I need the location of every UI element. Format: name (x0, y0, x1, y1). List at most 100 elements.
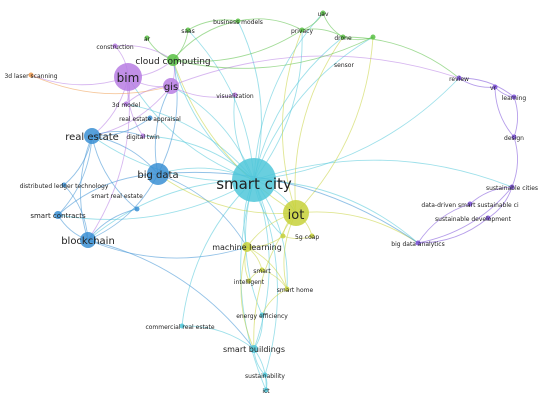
label-blockchain: blockchain (61, 236, 115, 247)
label-digital-twin: digital twin (126, 134, 159, 141)
label-machine-learning: machine learning (212, 243, 282, 252)
label-privacy: privacy (291, 28, 313, 35)
node-real-estate-appraisal[interactable] (147, 115, 153, 121)
node-saas[interactable] (185, 27, 191, 33)
edge-big-data-machine-learning (157, 173, 248, 248)
node-3d-laser-scanning[interactable] (28, 72, 34, 78)
edge-cloud-computing-privacy (172, 29, 303, 62)
edge-drone-sensor (342, 36, 374, 41)
edge-energy-efficiency-smart-buildings (253, 314, 263, 350)
edge-smart-city-uav (253, 12, 324, 181)
node-data-driven-smart-sustainable-cities[interactable] (467, 201, 473, 207)
node-sustainability[interactable] (262, 372, 268, 378)
node-sustainable-cities[interactable] (509, 184, 515, 190)
edge-smart-city-saas (187, 29, 255, 181)
label-construction: construction (96, 44, 134, 51)
node-ict[interactable] (263, 387, 269, 393)
node-blockchain[interactable] (80, 232, 96, 248)
node-bim[interactable] (114, 63, 142, 91)
label-sensor: sensor (334, 62, 354, 69)
node-distributed-ledger-technology[interactable] (61, 182, 67, 188)
edge-smart-city-smart-contracts (57, 179, 255, 220)
node-design[interactable] (511, 134, 517, 140)
edge-smart-buildings-ict (253, 348, 267, 391)
label-smart-home: smart home (277, 287, 314, 294)
label-real-estate-appraisal: real estate appraisal (119, 116, 181, 123)
edge-iot-big-data (157, 173, 297, 214)
node-business-models[interactable] (235, 18, 241, 24)
label-business-models: business models (213, 19, 263, 26)
label-sustainable-cities: sustainable cities (486, 185, 538, 192)
label-smart-real-estate: smart real estate (91, 193, 143, 200)
node-vr[interactable] (492, 84, 498, 90)
edge-iot-cloud-computing (172, 59, 297, 214)
edge-big-data-analytics-sustainable-development (417, 217, 489, 244)
node-intelligent[interactable] (246, 278, 252, 284)
edge-iot-sensor (295, 36, 374, 214)
node-smart-real-estate[interactable] (134, 206, 140, 212)
label-3d-model: 3d model (112, 102, 141, 109)
node-gis[interactable] (163, 78, 179, 94)
label-smart-city: smart city (216, 175, 292, 193)
edge-review-learning (458, 77, 515, 98)
node-construction[interactable] (112, 43, 118, 49)
label-saas: saas (181, 28, 195, 35)
label-big-data-analytics: big data analytics (391, 241, 444, 248)
edge-smart-buildings-commercial-real-estate (181, 325, 255, 350)
edge-business-models-saas (187, 19, 239, 31)
label-design: design (504, 135, 524, 142)
edge-design-sustainable-cities (511, 136, 518, 188)
node-smart[interactable] (259, 267, 265, 273)
node-privacy[interactable] (299, 27, 305, 33)
node-coap[interactable] (309, 233, 315, 239)
label-energy-efficiency: energy efficiency (236, 313, 288, 320)
edge-review-vr (458, 77, 496, 88)
edge-cloud-computing-sensor (172, 36, 374, 69)
node-sustainable-development[interactable] (485, 215, 491, 221)
node-sensor[interactable] (370, 34, 376, 40)
node-smart-city[interactable] (232, 158, 276, 202)
node-energy-efficiency[interactable] (259, 312, 265, 318)
node-smart-buildings[interactable] (250, 345, 258, 353)
node-review[interactable] (456, 75, 462, 81)
label-5g: 5g (295, 234, 303, 241)
edge-smart-smart-home (261, 269, 288, 290)
node-real-estate[interactable] (84, 128, 100, 144)
edge-big-data-analytics-data-driven-smart-sustainable-cities (417, 203, 471, 244)
edge-real-estate-smart-contracts (57, 135, 93, 216)
node-learning[interactable] (511, 94, 517, 100)
node-uav[interactable] (320, 10, 326, 16)
edge-smart-city-sensor (253, 36, 374, 181)
edge-blockchain-smart-buildings (87, 239, 255, 350)
label-coap: coap (305, 234, 320, 241)
label-commercial-real-estate: commercial real estate (145, 324, 214, 331)
edge-learning-design (513, 96, 519, 138)
edge-machine-learning-smart-buildings (240, 246, 255, 350)
node-5g[interactable] (280, 233, 286, 239)
label-learning: learning (502, 95, 527, 102)
node-ar[interactable] (144, 35, 150, 41)
node-commercial-real-estate[interactable] (179, 323, 185, 329)
node-big-data[interactable] (147, 163, 169, 185)
label-smart-contracts: smart contracts (30, 212, 86, 220)
node-digital-twin[interactable] (140, 133, 146, 139)
edge-big-data-analytics-sustainable-cities (417, 186, 513, 244)
edge-big-data-cloud-computing (157, 59, 178, 175)
node-3d-model[interactable] (123, 101, 129, 107)
edge-smart-city-commercial-real-estate (181, 179, 255, 327)
node-smart-home[interactable] (284, 286, 290, 292)
node-drone[interactable] (340, 34, 346, 40)
node-smart-contracts[interactable] (54, 211, 62, 219)
node-visualization[interactable] (232, 92, 238, 98)
edge-cloud-computing-business-models (172, 20, 239, 61)
node-iot[interactable] (283, 200, 309, 226)
edge-5g-coap (282, 235, 313, 240)
edge-smart-city-review (253, 77, 460, 181)
node-big-data-analytics[interactable] (415, 240, 421, 246)
node-cloud-computing[interactable] (167, 54, 179, 66)
node-machine-learning[interactable] (242, 242, 252, 252)
label-iot: iot (288, 208, 305, 223)
label-sustainable-development: sustainable development (435, 216, 512, 223)
